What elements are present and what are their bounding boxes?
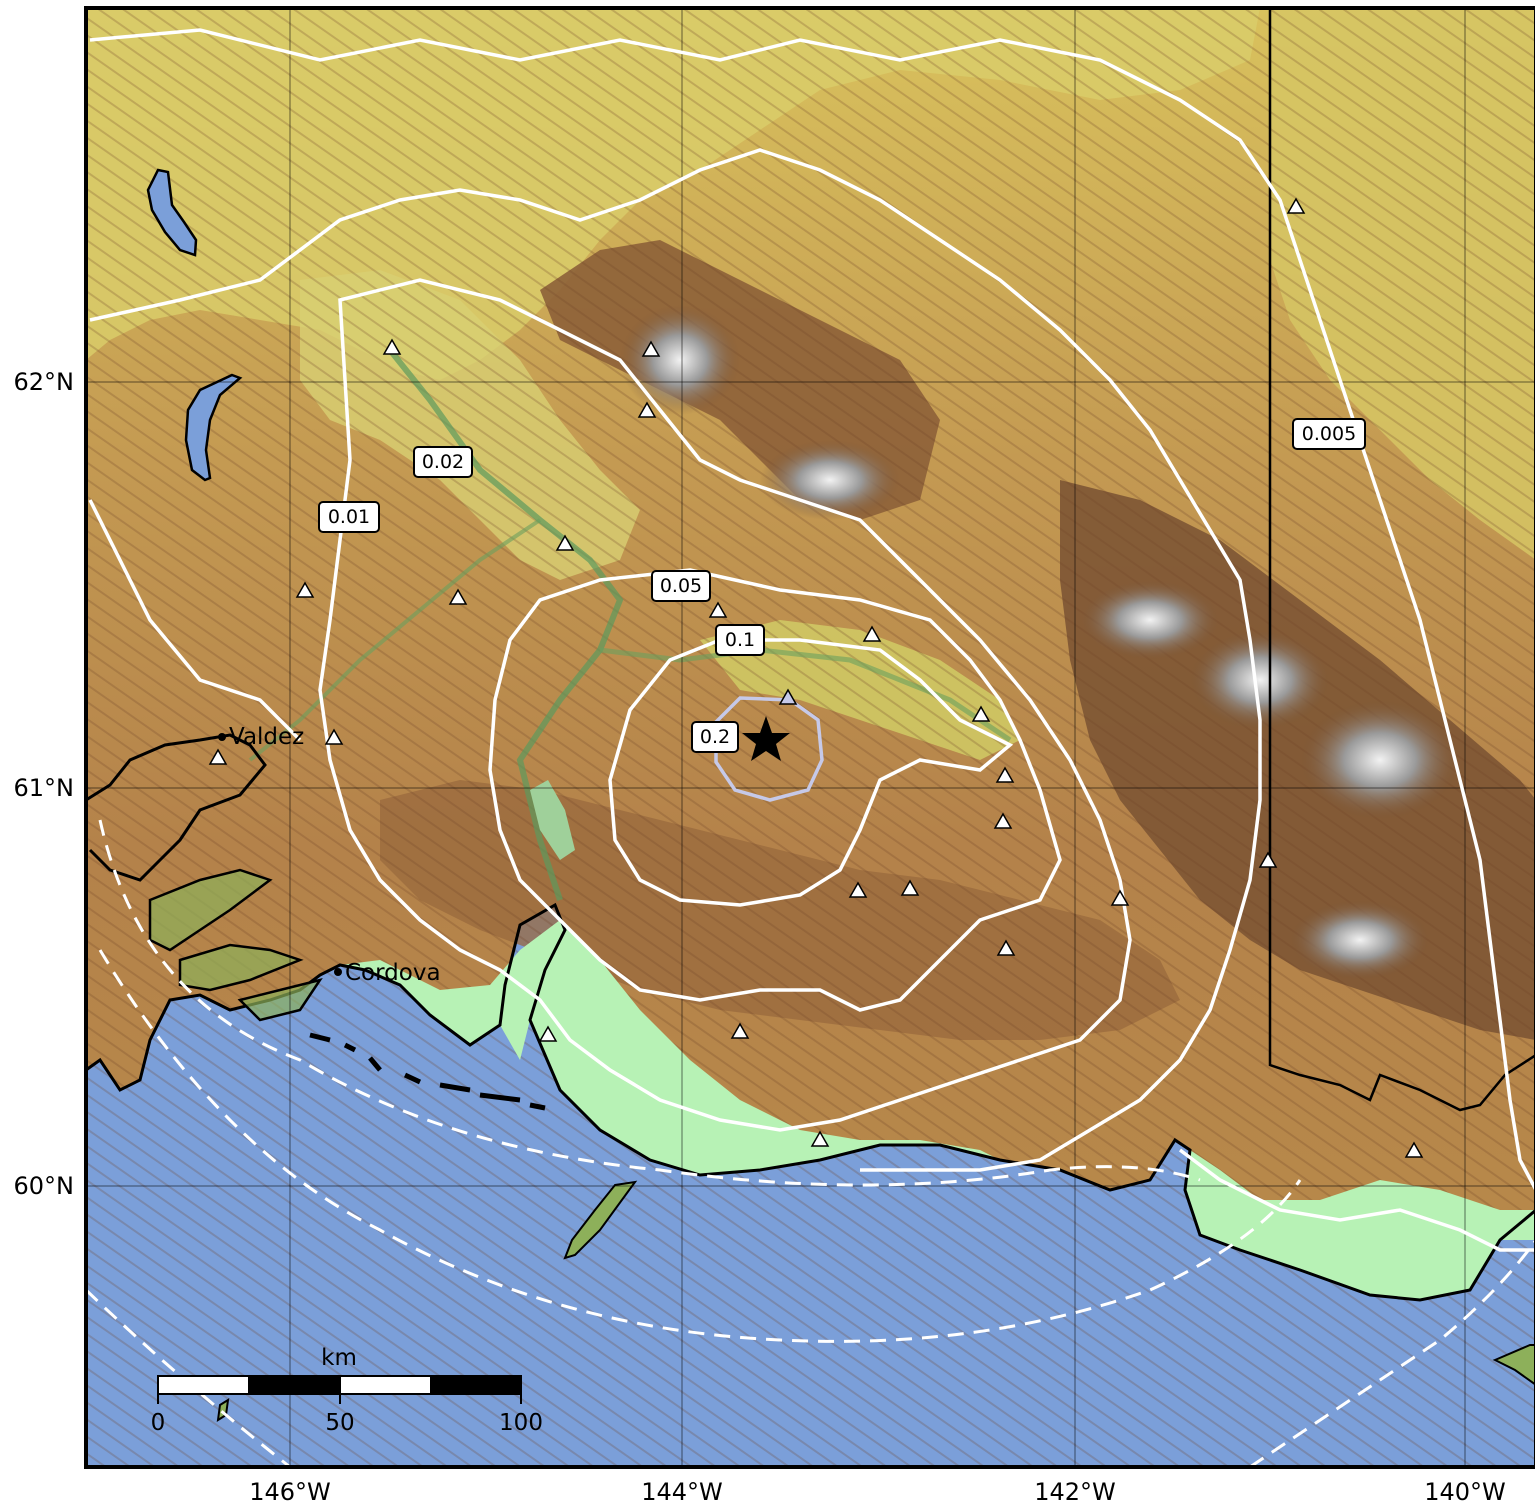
place-cordova: Cordova <box>334 960 441 986</box>
sound-fjords <box>148 868 323 1022</box>
contours <box>88 28 1535 1252</box>
river-tonsina <box>248 518 542 762</box>
triangle-icon <box>848 881 868 898</box>
triangle-icon <box>730 1022 750 1039</box>
island-montague <box>563 1180 638 1260</box>
stations <box>208 197 1424 1158</box>
triangle-icon <box>1286 197 1306 214</box>
coastal-lowland-yakutat <box>1185 1150 1535 1300</box>
contour-0-005-south <box>1178 1148 1535 1252</box>
triangle-icon <box>641 340 661 357</box>
svg-text:0.05: 0.05 <box>660 575 702 597</box>
lat-label-60n: 60°N <box>14 1172 75 1200</box>
triangle-icon <box>778 688 798 705</box>
ocean-contour-middle <box>98 949 1302 1343</box>
border-line <box>1268 8 1535 1112</box>
contour-label-0-005: 0.005 <box>1292 418 1366 450</box>
triangle-icon <box>995 766 1015 783</box>
triangle-icon <box>295 581 315 598</box>
contour-label-0-01: 0.01 <box>318 501 380 533</box>
scale-unit: km <box>321 1345 357 1371</box>
contour-0-01 <box>89 148 1262 1172</box>
svg-text:0.1: 0.1 <box>725 629 755 651</box>
scale-bar: km 0 50 100 <box>151 1345 543 1436</box>
island-kayak <box>1492 1344 1535 1386</box>
triangle-icon <box>1258 851 1278 868</box>
star-icon <box>742 716 790 761</box>
snow-peak-stelias-4 <box>1290 900 1430 980</box>
triangle-icon <box>810 1130 830 1147</box>
triangle-icon <box>538 1025 558 1042</box>
river-chitina <box>599 647 1012 743</box>
snow-peak-stelias-2 <box>1190 630 1330 730</box>
scale-tick-100: 100 <box>499 1410 543 1436</box>
triangle-icon <box>900 879 920 896</box>
lat-label-62n: 62°N <box>14 368 75 396</box>
svg-text:0.01: 0.01 <box>328 506 370 528</box>
contour-0-05 <box>488 568 1062 1012</box>
shoal-islands <box>309 1032 546 1111</box>
triangle-icon <box>971 705 991 722</box>
triangle-icon <box>862 625 882 642</box>
lake-tazlina <box>530 780 575 860</box>
snow-peak-stelias-1 <box>1080 580 1220 660</box>
snow-peak-drum <box>620 305 740 415</box>
contour-0-1 <box>608 638 1014 907</box>
lake-north <box>146 168 198 257</box>
contour-0-02 <box>318 278 1132 1132</box>
graticule <box>86 8 1535 1467</box>
contour-label-0-02: 0.02 <box>413 446 473 478</box>
lat-label-61n: 61°N <box>14 774 75 802</box>
svg-text:0.02: 0.02 <box>422 451 464 473</box>
contour-0-005-west <box>88 499 302 742</box>
triangle-icon <box>708 601 728 618</box>
place-label-valdez: Valdez <box>229 724 304 750</box>
triangle-icon <box>208 748 228 765</box>
triangle-icon <box>637 401 657 418</box>
svg-text:0.005: 0.005 <box>1302 423 1356 445</box>
contour-0-005 <box>89 28 1535 1191</box>
lon-label-144w: 144°W <box>641 1478 723 1506</box>
lake-west <box>184 373 243 482</box>
contour-label-0-05: 0.05 <box>651 570 711 602</box>
triangle-icon <box>324 728 344 745</box>
snow-peak-wrangell <box>760 440 900 520</box>
contour-label-0-2: 0.2 <box>691 721 739 753</box>
svg-text:0.2: 0.2 <box>700 726 730 748</box>
lon-label-146w: 146°W <box>249 1478 331 1506</box>
triangle-icon <box>382 338 402 355</box>
triangle-icon <box>555 534 575 551</box>
ocean-contour-inner <box>98 819 1201 1187</box>
triangle-icon <box>993 812 1013 829</box>
triangle-icon <box>448 588 468 605</box>
triangle-icon <box>1110 889 1130 906</box>
scale-tick-0: 0 <box>151 1410 166 1436</box>
contour-label-0-1: 0.1 <box>715 624 765 656</box>
lon-label-140w: 140°W <box>1424 1478 1506 1506</box>
scale-tick-50: 50 <box>325 1410 354 1436</box>
map-frame <box>84 6 1535 1469</box>
snow-peak-stelias-3 <box>1300 700 1460 820</box>
lon-label-142w: 142°W <box>1034 1478 1116 1506</box>
place-valdez: Valdez <box>218 724 304 750</box>
coastline-valdez <box>86 733 267 882</box>
triangle-icon <box>996 939 1016 956</box>
place-label-cordova: Cordova <box>345 960 441 986</box>
triangle-icon <box>1404 1141 1424 1158</box>
